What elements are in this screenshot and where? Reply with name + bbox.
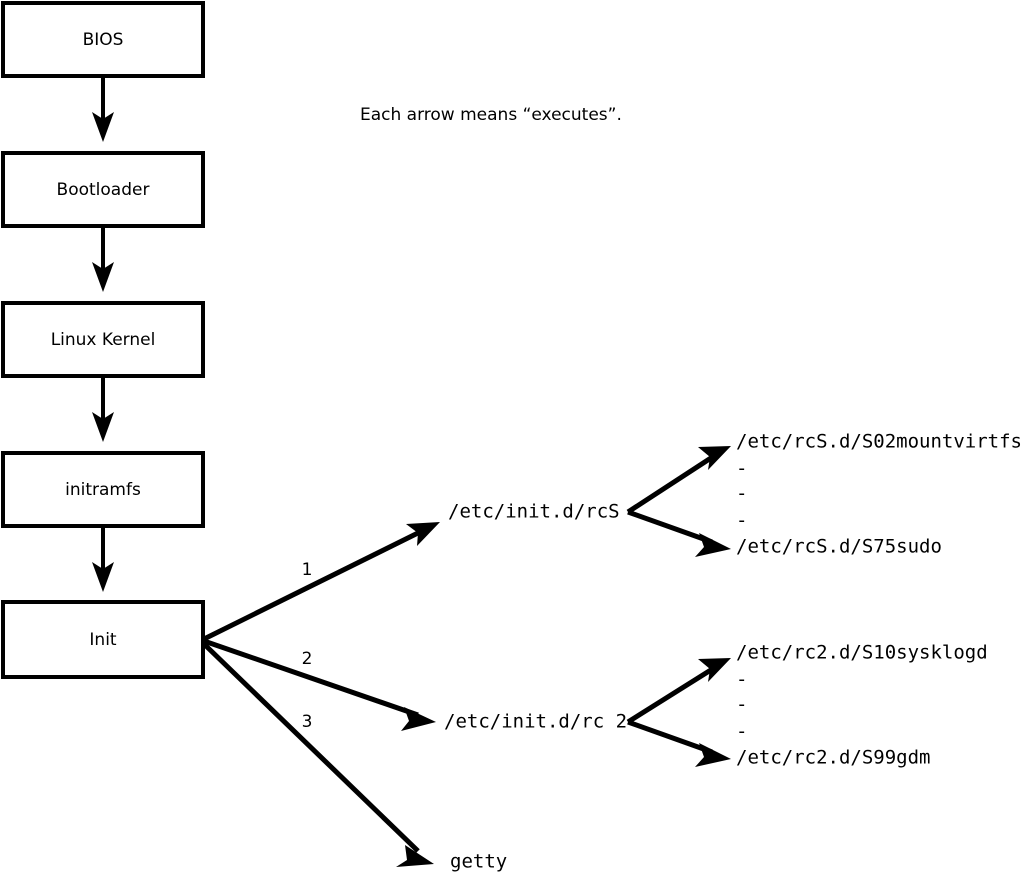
box-linux-kernel[interactable]: Linux Kernel [1,301,205,378]
box-init-label: Init [89,630,117,650]
init-branch-number-2: 2 [302,649,313,669]
init-branch-target-rc2: /etc/init.d/rc 2 [444,711,627,733]
script-group-rcs-arrow-last [627,509,731,557]
init-branch-target-rcs: /etc/init.d/rcS [448,501,620,523]
box-bios-label: BIOS [83,30,124,50]
script-rc2-first: /etc/rc2.d/S10sysklogd [736,642,988,664]
box-linux-kernel-label: Linux Kernel [51,330,156,350]
init-branch-arrow-2 [203,638,436,731]
script-rc2-last: /etc/rc2.d/S99gdm [736,747,930,769]
box-bootloader[interactable]: Bootloader [1,151,205,228]
box-initramfs-label: initramfs [65,480,141,500]
sequence-arrow-bios-to-bootloader [92,76,114,142]
sequence-arrow-kernel-to-initramfs [92,376,114,442]
box-bootloader-label: Bootloader [57,180,150,200]
init-branch-number-1: 1 [302,560,313,580]
box-init[interactable]: Init [1,600,205,679]
script-group-rcs-arrow-first [626,446,731,515]
script-rc2-ellipsis-1: - [736,669,747,691]
caption-text: Each arrow means “executes”. [360,105,622,125]
sequence-arrow-initramfs-to-init [92,526,114,592]
script-rc2-ellipsis-3: - [736,721,747,743]
init-branch-target-getty: getty [450,851,507,873]
init-branch-arrow-3 [202,642,434,867]
box-bios[interactable]: BIOS [1,1,205,78]
script-rcs-ellipsis-3: - [736,510,747,532]
script-rcs-ellipsis-2: - [736,483,747,505]
script-rcs-ellipsis-1: - [736,458,747,480]
init-branch-arrow-1 [202,522,440,642]
init-branch-number-3: 3 [302,712,313,732]
script-rc2-ellipsis-2: - [736,694,747,716]
box-initramfs[interactable]: initramfs [1,451,205,528]
script-group-rc2-arrow-last [627,719,731,767]
sequence-arrow-bootloader-to-kernel [92,226,114,292]
script-rcs-last: /etc/rcS.d/S75sudo [736,536,942,558]
script-rcs-first: /etc/rcS.d/S02mountvirtfs [736,431,1022,453]
script-group-rc2-arrow-first [626,658,731,725]
